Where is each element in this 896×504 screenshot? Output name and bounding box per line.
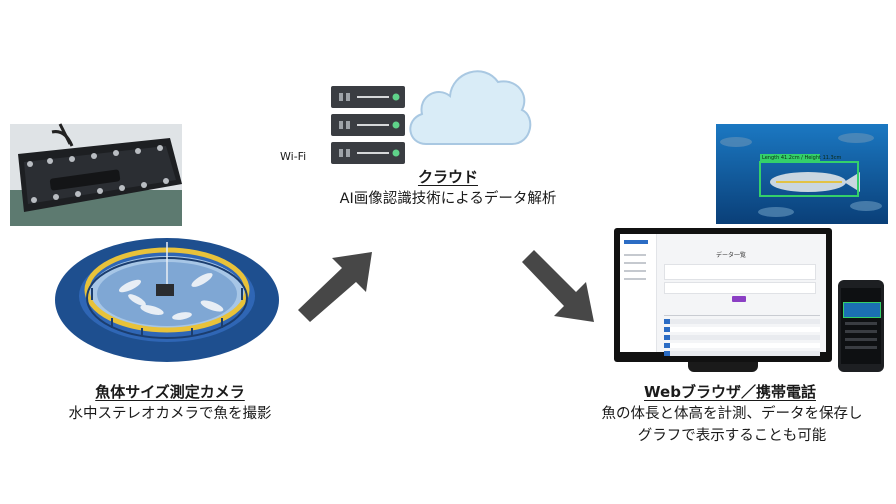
web-desc-line2: グラフで表示することも可能 [637, 428, 827, 444]
monitor: データ一覧 [614, 228, 832, 362]
cloud-desc: AI画像認識技術によるデータ解析 [339, 191, 557, 207]
cloud-icon [409, 70, 532, 145]
camera-desc: 水中ステレオカメラで魚を撮影 [68, 406, 272, 422]
cloud-title: クラウド [417, 168, 478, 186]
stereo-camera-image [10, 123, 182, 226]
fish-detection-photo: Length 41.2cm / Height 11.3cm [716, 124, 888, 224]
data-table [664, 310, 820, 359]
arrow-down-right-icon [522, 250, 594, 322]
fish-measurement-label: Length 41.2cm / Height 11.3cm [762, 155, 842, 161]
web-title: Webブラウザ／携帯電話 [644, 383, 816, 401]
arrow-up-right-icon [298, 252, 372, 322]
web-desc-line1: 魚の体長と体高を計測、データを保存し [601, 406, 863, 422]
monitor-screen: データ一覧 [620, 234, 826, 356]
search-button[interactable] [732, 296, 746, 302]
monitor-page-title: データ一覧 [716, 252, 747, 259]
server-icon [331, 86, 405, 164]
app-sidebar [620, 234, 657, 352]
monitor-stand [688, 362, 758, 372]
camera-title: 魚体サイズ測定カメラ [95, 383, 245, 401]
camera-photo [10, 123, 182, 226]
smartphone [838, 280, 884, 372]
fish-cage-illustration [52, 228, 282, 364]
wifi-label: Wi-Fi [280, 150, 307, 163]
